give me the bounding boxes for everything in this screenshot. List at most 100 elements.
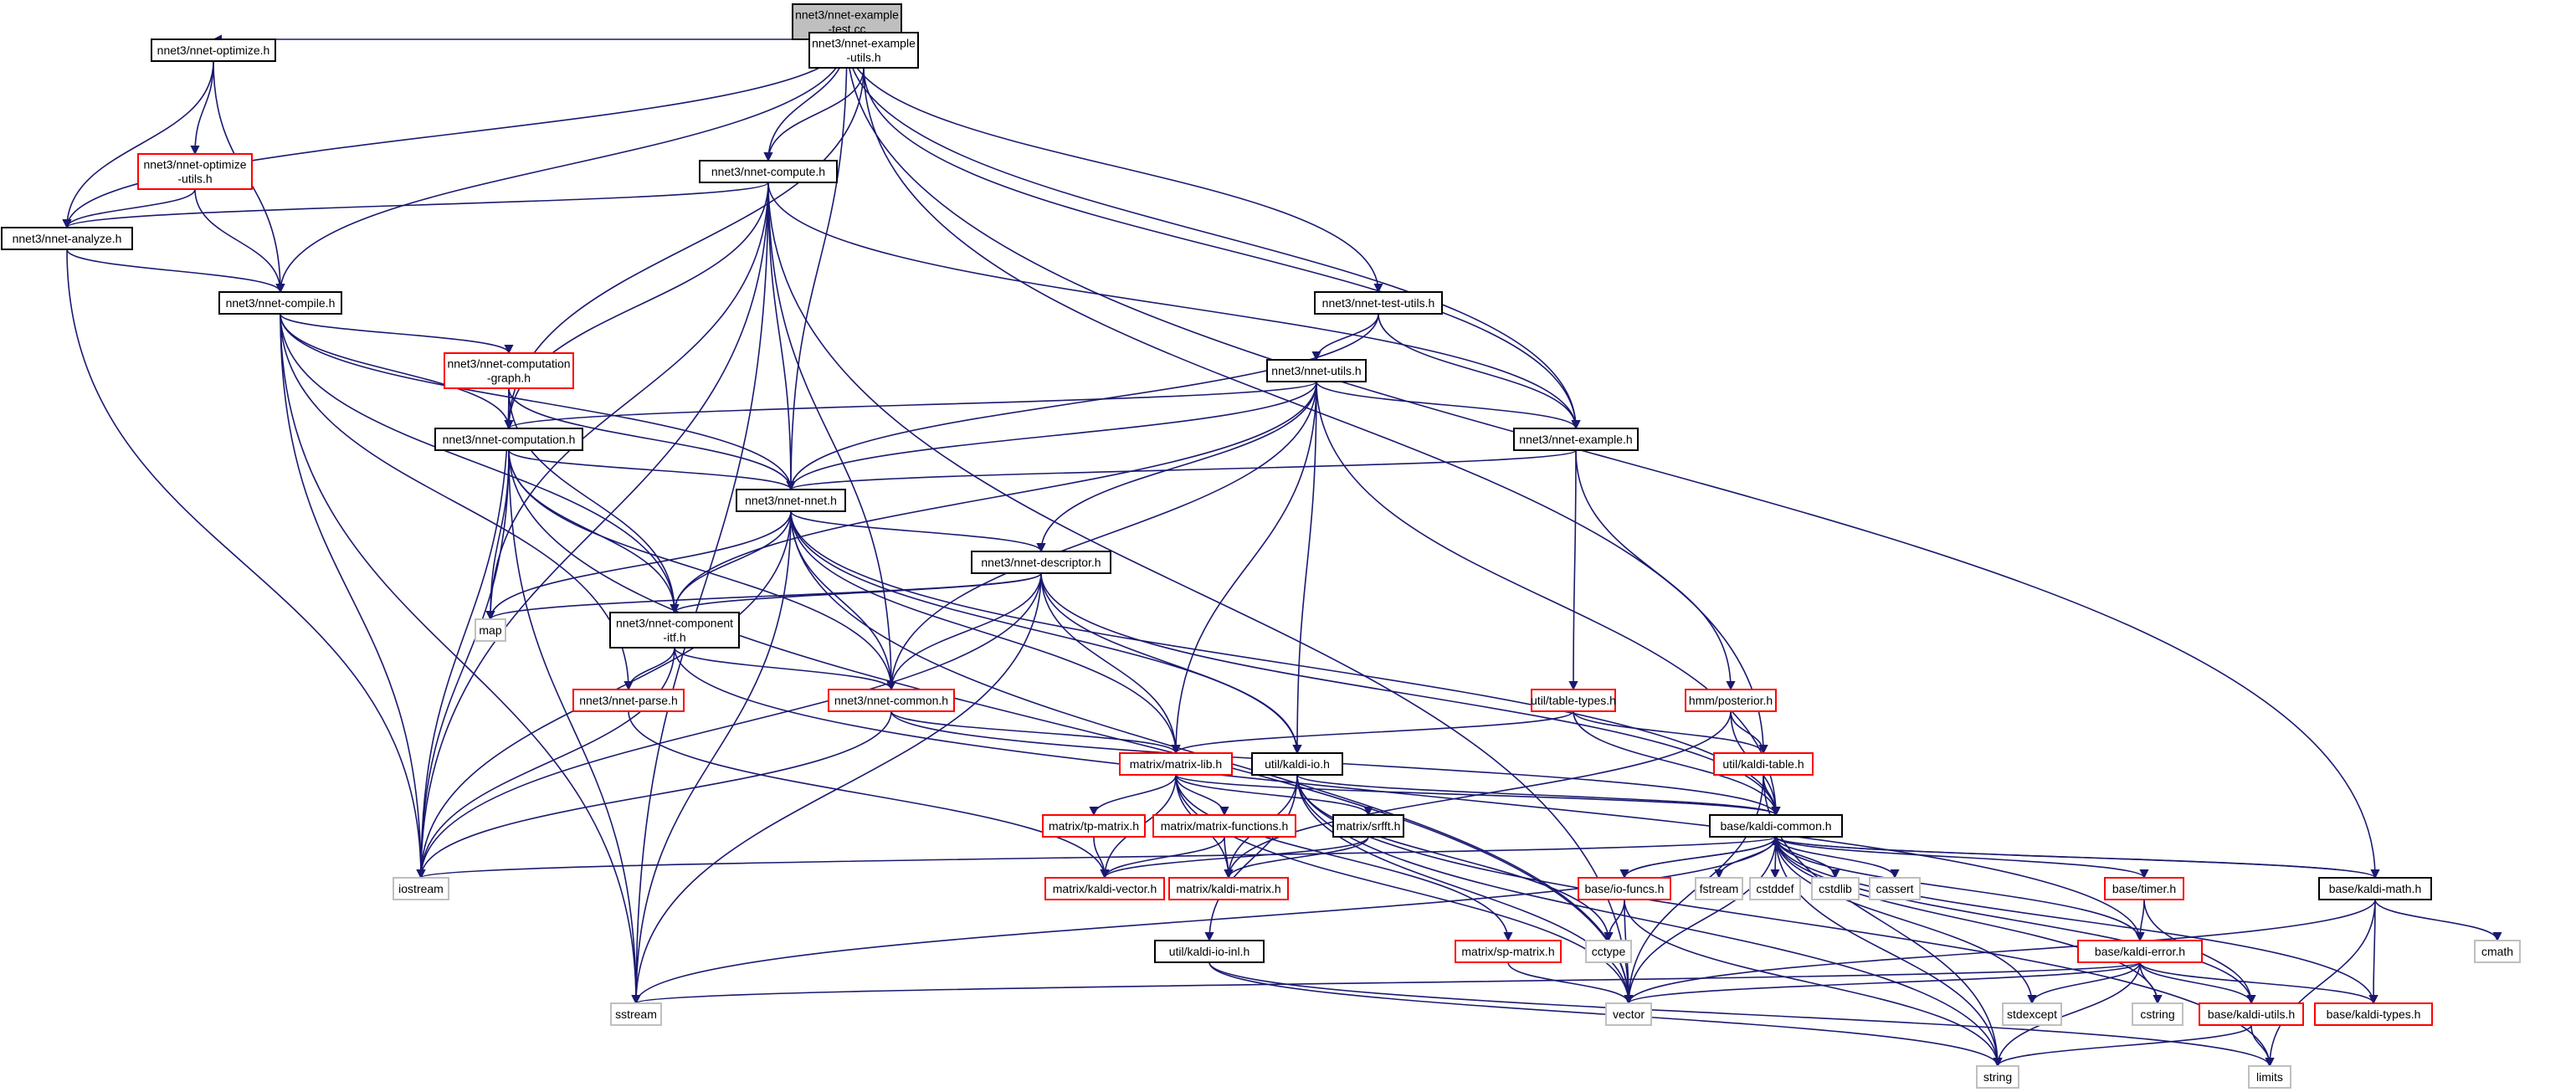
node-optimize[interactable]: nnet3/nnet-optimize.h: [151, 38, 276, 62]
node-kalditable[interactable]: util/kaldi-table.h: [1713, 752, 1814, 776]
node-nnutils[interactable]: nnet3/nnet-utils.h: [1266, 359, 1367, 382]
node-compile[interactable]: nnet3/nnet-compile.h: [218, 291, 342, 315]
node-kalditypes[interactable]: base/kaldi-types.h: [2314, 1002, 2433, 1026]
node-box-compute[interactable]: [699, 160, 838, 183]
node-cstring[interactable]: cstring: [2132, 1002, 2183, 1026]
node-box-kaldicommon[interactable]: [1709, 814, 1843, 838]
node-box-optimize[interactable]: [151, 38, 276, 62]
node-kaldiio[interactable]: util/kaldi-io.h: [1251, 752, 1343, 776]
node-box-limits[interactable]: [2248, 1065, 2291, 1089]
node-iostream[interactable]: iostream: [393, 877, 449, 900]
node-testutils[interactable]: nnet3/nnet-test-utils.h: [1314, 291, 1443, 315]
node-box-cstddef[interactable]: [1749, 877, 1801, 900]
node-box-descriptor[interactable]: [971, 551, 1111, 574]
node-tpmatrix[interactable]: matrix/tp-matrix.h: [1042, 814, 1146, 838]
node-descriptor[interactable]: nnet3/nnet-descriptor.h: [971, 551, 1111, 574]
node-kaldicommon[interactable]: base/kaldi-common.h: [1709, 814, 1843, 838]
node-cstddef[interactable]: cstddef: [1749, 877, 1801, 900]
node-sstream[interactable]: sstream: [610, 1002, 662, 1026]
node-box-sstream[interactable]: [610, 1002, 662, 1026]
node-box-matfuncs[interactable]: [1152, 814, 1296, 838]
node-box-tabletypes[interactable]: [1531, 689, 1616, 712]
node-box-stdexcept[interactable]: [2002, 1002, 2062, 1026]
node-box-fstream[interactable]: [1695, 877, 1743, 900]
node-spmatrix[interactable]: matrix/sp-matrix.h: [1455, 940, 1562, 963]
node-nnet[interactable]: nnet3/nnet-nnet.h: [736, 489, 846, 512]
node-box-nnet[interactable]: [736, 489, 846, 512]
node-kaldivector[interactable]: matrix/kaldi-vector.h: [1044, 877, 1165, 900]
node-box-kaldiutils[interactable]: [2199, 1002, 2304, 1026]
node-iofuncs[interactable]: base/io-funcs.h: [1578, 877, 1671, 900]
node-box-timer[interactable]: [2104, 877, 2184, 900]
node-box-common[interactable]: [828, 689, 955, 712]
node-box-map[interactable]: [475, 618, 506, 642]
node-analyze[interactable]: nnet3/nnet-analyze.h: [1, 227, 133, 250]
node-box-srfft[interactable]: [1332, 814, 1404, 838]
node-kaldierror[interactable]: base/kaldi-error.h: [2077, 940, 2203, 963]
node-box-compgraph[interactable]: [444, 352, 574, 389]
node-box-parse[interactable]: [572, 689, 685, 712]
node-parse[interactable]: nnet3/nnet-parse.h: [572, 689, 685, 712]
node-box-example[interactable]: [1513, 428, 1639, 451]
node-box-posterior[interactable]: [1685, 689, 1777, 712]
node-box-cctype[interactable]: [1585, 940, 1632, 963]
node-box-kaldimatrix[interactable]: [1168, 877, 1289, 900]
node-box-cstdlib[interactable]: [1811, 877, 1860, 900]
edge-kaldierror-to-kaldiutils: [2139, 961, 2256, 1005]
node-compute[interactable]: nnet3/nnet-compute.h: [699, 160, 838, 183]
node-box-vector[interactable]: [1605, 1002, 1652, 1026]
node-kaldiutils[interactable]: base/kaldi-utils.h: [2199, 1002, 2304, 1026]
node-map[interactable]: map: [475, 618, 506, 642]
node-box-kalditable[interactable]: [1713, 752, 1814, 776]
node-box-compitf[interactable]: [609, 612, 740, 649]
node-box-kalditypes[interactable]: [2314, 1002, 2433, 1026]
node-matrixlib[interactable]: matrix/matrix-lib.h: [1119, 752, 1233, 776]
node-box-iofuncs[interactable]: [1578, 877, 1671, 900]
node-box-analyze[interactable]: [1, 227, 133, 250]
node-common[interactable]: nnet3/nnet-common.h: [828, 689, 955, 712]
node-stdexcept[interactable]: stdexcept: [2002, 1002, 2062, 1026]
node-matfuncs[interactable]: matrix/matrix-functions.h: [1152, 814, 1296, 838]
node-kaldiioinl[interactable]: util/kaldi-io-inl.h: [1154, 940, 1265, 963]
node-box-kaldierror[interactable]: [2077, 940, 2203, 963]
node-string[interactable]: string: [1976, 1065, 2019, 1089]
node-cmath[interactable]: cmath: [2474, 940, 2521, 963]
node-posterior[interactable]: hmm/posterior.h: [1685, 689, 1777, 712]
node-srfft[interactable]: matrix/srfft.h: [1332, 814, 1404, 838]
node-box-testutils[interactable]: [1314, 291, 1443, 315]
node-example[interactable]: nnet3/nnet-example.h: [1513, 428, 1639, 451]
node-box-spmatrix[interactable]: [1455, 940, 1562, 963]
node-box-computation[interactable]: [434, 428, 583, 451]
node-fstream[interactable]: fstream: [1695, 877, 1743, 900]
node-kaldimatrix[interactable]: matrix/kaldi-matrix.h: [1168, 877, 1289, 900]
node-cctype[interactable]: cctype: [1585, 940, 1632, 963]
node-box-cmath[interactable]: [2474, 940, 2521, 963]
node-box-tpmatrix[interactable]: [1042, 814, 1146, 838]
node-box-optutils[interactable]: [137, 153, 253, 190]
node-computation[interactable]: nnet3/nnet-computation.h: [434, 428, 583, 451]
node-box-compile[interactable]: [218, 291, 342, 315]
node-box-cassert[interactable]: [1869, 877, 1921, 900]
node-box-cstring[interactable]: [2132, 1002, 2183, 1026]
node-optutils[interactable]: nnet3/nnet-optimize-utils.h: [137, 153, 253, 190]
node-vector[interactable]: vector: [1605, 1002, 1652, 1026]
node-compgraph[interactable]: nnet3/nnet-computation-graph.h: [444, 352, 574, 389]
node-timer[interactable]: base/timer.h: [2104, 877, 2184, 900]
node-exutils[interactable]: nnet3/nnet-example-utils.h: [808, 32, 919, 69]
node-box-kaldiioinl[interactable]: [1154, 940, 1265, 963]
node-cstdlib[interactable]: cstdlib: [1811, 877, 1860, 900]
node-box-kaldiio[interactable]: [1251, 752, 1343, 776]
node-label-kaldimath: base/kaldi-math.h: [2329, 882, 2422, 895]
node-cassert[interactable]: cassert: [1869, 877, 1921, 900]
node-box-exutils[interactable]: [808, 32, 919, 69]
node-kaldimath[interactable]: base/kaldi-math.h: [2318, 877, 2432, 900]
node-box-kaldivector[interactable]: [1044, 877, 1165, 900]
node-box-nnutils[interactable]: [1266, 359, 1367, 382]
node-box-kaldimath[interactable]: [2318, 877, 2432, 900]
node-limits[interactable]: limits: [2248, 1065, 2291, 1089]
node-box-matrixlib[interactable]: [1119, 752, 1233, 776]
node-tabletypes[interactable]: util/table-types.h: [1531, 689, 1616, 712]
node-compitf[interactable]: nnet3/nnet-component-itf.h: [609, 612, 740, 649]
node-box-iostream[interactable]: [393, 877, 449, 900]
node-box-string[interactable]: [1976, 1065, 2019, 1089]
